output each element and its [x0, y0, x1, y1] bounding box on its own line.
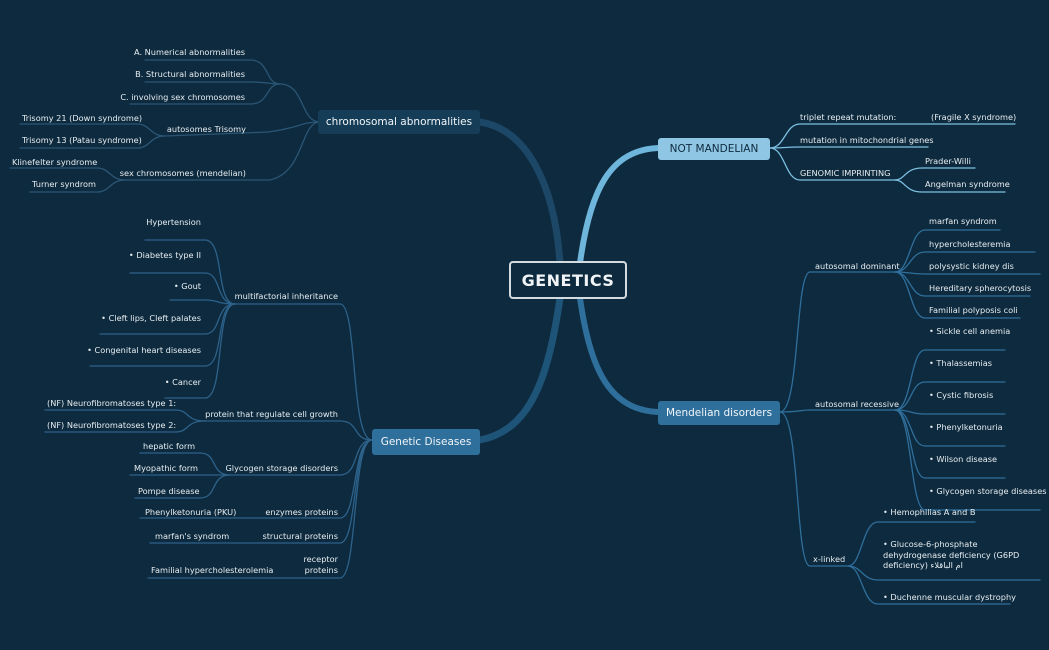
node-marfan-gd[interactable]: marfan's syndrom [155, 531, 230, 541]
node-glycogen-storage[interactable]: Glycogen storage disorders [225, 463, 338, 473]
node-cleft[interactable]: • Cleft lips, Cleft palates [101, 313, 201, 323]
node-pompe[interactable]: Pompe disease [138, 486, 200, 496]
node-g6pd[interactable]: • Glucose-6-phosphate dehydrogenase defi… [883, 539, 1020, 570]
node-prader-willi[interactable]: Prader-Willi [925, 156, 971, 166]
node-autosomal-recessive[interactable]: autosomal recessive [815, 399, 900, 409]
node-polyposis[interactable]: Familial polyposis coli [929, 305, 1018, 315]
node-fragile-x[interactable]: (Fragile X syndrome) [931, 112, 1017, 122]
trunk-chromosomal [476, 118, 564, 267]
topic-not-mendelian[interactable]: NOT MANDELIAN [658, 138, 770, 160]
node-cell-growth[interactable]: protein that regulate cell growth [205, 409, 338, 419]
node-triplet-repeat[interactable]: triplet repeat mutation: [800, 112, 897, 122]
node-duchenne[interactable]: • Duchenne muscular dystrophy [883, 592, 1016, 602]
node-sickle-cell[interactable]: • Sickle cell anemia [929, 326, 1011, 336]
node-receptor-proteins[interactable]: receptor proteins [303, 554, 338, 575]
node-numerical[interactable]: A. Numerical abnormalities [134, 47, 245, 57]
node-familial-hypercholesterolemia[interactable]: Familial hypercholesterolemia [151, 565, 274, 575]
node-klinefelter[interactable]: Klinefelter syndrome [12, 157, 98, 167]
central-topic-label: GENETICS [521, 270, 615, 290]
node-nf1[interactable]: (NF) Neurofibromatoses type 1: [47, 398, 177, 408]
topic-chromosomal-abnormalities[interactable]: chromosomal abnormalities [318, 110, 480, 134]
central-topic[interactable]: GENETICS [509, 261, 627, 299]
node-angelman[interactable]: Angelman syndrome [925, 179, 1010, 189]
node-glycogen-storage-diseases[interactable]: • Glycogen storage diseases [929, 486, 1047, 496]
node-marfan[interactable]: marfan syndrom [929, 216, 997, 226]
node-cancer[interactable]: • Cancer [164, 377, 201, 387]
topic-label: chromosomal abnormalities [325, 116, 473, 128]
node-hypertension[interactable]: Hypertension [146, 217, 201, 227]
node-hemophilia[interactable]: • Hemophilias A and B [883, 507, 976, 517]
node-spherocytosis[interactable]: Hereditary spherocytosis [929, 283, 1032, 293]
node-pku[interactable]: Phenylketonuria (PKU) [145, 507, 237, 517]
node-multifactorial[interactable]: multifactorial inheritance [234, 291, 338, 301]
node-wilson[interactable]: • Wilson disease [929, 454, 998, 464]
node-autosomal-dominant[interactable]: autosomal dominant [815, 261, 900, 271]
node-sex-mendelian[interactable]: sex chromosomes (mendelian) [119, 168, 246, 178]
node-autosomes-trisomy[interactable]: autosomes Trisomy [166, 124, 246, 134]
topic-label: Genetic Diseases [380, 436, 472, 448]
topic-mendelian-disorders[interactable]: Mendelian disorders [658, 401, 780, 425]
node-thalassemias[interactable]: • Thalassemias [929, 358, 993, 368]
node-hepatic[interactable]: hepatic form [143, 441, 196, 451]
node-trisomy-13[interactable]: Trisomy 13 (Patau syndrome) [22, 135, 142, 145]
node-x-linked[interactable]: x-linked [813, 554, 846, 564]
trunk-notmendelian [577, 145, 661, 266]
node-structural[interactable]: B. Structural abnormalities [135, 69, 245, 79]
node-diabetes[interactable]: • Diabetes type II [128, 250, 201, 260]
node-sex-chromosomes[interactable]: C. involving sex chromosomes [120, 92, 245, 102]
node-gout[interactable]: • Gout [173, 281, 201, 291]
node-nf2[interactable]: (NF) Neurofibromatoses type 2: [47, 420, 177, 430]
topic-label: Mendelian disorders [665, 407, 773, 419]
node-trisomy-21[interactable]: Trisomy 21 (Down syndrome) [22, 113, 143, 123]
node-congenital-heart[interactable]: • Congenital heart diseases [87, 345, 201, 355]
node-cystic-fibrosis[interactable]: • Cystic fibrosis [929, 390, 994, 400]
node-enzymes[interactable]: enzymes proteins [265, 507, 338, 517]
node-turner[interactable]: Turner syndrom [32, 179, 97, 189]
topic-label: NOT MANDELIAN [669, 143, 759, 155]
node-polycystic-kidney[interactable]: polysystic kidney dis [929, 261, 1014, 271]
trunk-mendelian [577, 295, 661, 415]
topic-genetic-diseases[interactable]: Genetic Diseases [372, 429, 480, 455]
node-phenylketonuria[interactable]: • Phenylketonuria [929, 422, 1003, 432]
node-mitochondrial[interactable]: mutation in mitochondrial genes [800, 135, 934, 145]
node-structural-proteins[interactable]: structural proteins [262, 531, 338, 541]
node-myopathic[interactable]: Myopathic form [134, 463, 199, 473]
node-genomic-imprinting[interactable]: GENOMIC IMPRINTING [800, 168, 891, 178]
trunk-genetic [476, 294, 564, 444]
node-hypercholesteremia[interactable]: hypercholesteremia [929, 239, 1011, 249]
